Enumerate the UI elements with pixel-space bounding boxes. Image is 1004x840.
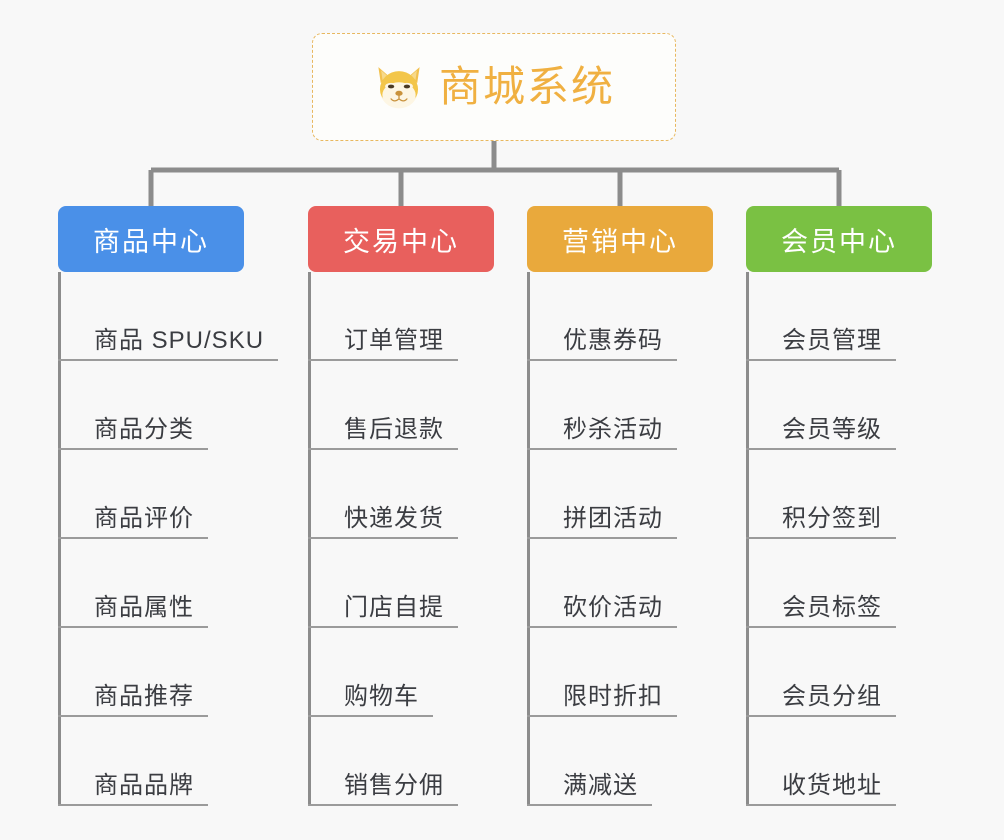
leaf-underline: 会员等级	[746, 417, 896, 450]
leaf-label: 拼团活动	[563, 504, 663, 532]
leaf-label: 会员分组	[782, 682, 882, 710]
leaf-item[interactable]: 商品品牌	[58, 717, 244, 806]
leaf-item[interactable]: 限时折扣	[527, 628, 713, 717]
trunk-line-member-center	[746, 272, 749, 806]
category-box-trade-center[interactable]: 交易中心	[308, 206, 494, 272]
leaf-underline: 满减送	[527, 773, 652, 806]
trunk-line-product-center	[58, 272, 61, 806]
leaf-item[interactable]: 会员标签	[746, 539, 932, 628]
leaf-item[interactable]: 商品推荐	[58, 628, 244, 717]
leaf-underline: 商品推荐	[58, 684, 208, 717]
leaf-item[interactable]: 商品分类	[58, 361, 244, 450]
leaf-label: 砍价活动	[563, 593, 663, 621]
leaf-label: 商品推荐	[94, 682, 194, 710]
leaf-item[interactable]: 售后退款	[308, 361, 494, 450]
category-box-member-center[interactable]: 会员中心	[746, 206, 932, 272]
leaf-list-product-center: 商品 SPU/SKU 商品分类商品评价商品属性商品推荐商品品牌	[58, 272, 279, 806]
leaf-label: 快递发货	[344, 504, 444, 532]
leaf-item[interactable]: 订单管理	[308, 272, 494, 361]
leaf-label: 收货地址	[782, 771, 882, 799]
leaf-item[interactable]: 积分签到	[746, 450, 932, 539]
root-title: 商城系统	[438, 63, 615, 110]
root-node-shop-system[interactable]: 商城系统	[312, 33, 676, 141]
leaf-underline: 销售分佣	[308, 773, 458, 806]
trunk-line-trade-center	[308, 272, 311, 806]
leaf-label: 商品评价	[94, 504, 194, 532]
leaf-underline: 会员分组	[746, 684, 896, 717]
leaf-label: 售后退款	[344, 415, 444, 443]
leaf-label: 商品属性	[94, 593, 194, 621]
leaf-label: 购物车	[344, 682, 419, 710]
branch-trade-center: 交易中心订单管理售后退款快递发货门店自提购物车销售分佣	[308, 206, 494, 806]
leaf-item[interactable]: 门店自提	[308, 539, 494, 628]
leaf-label: 会员等级	[782, 415, 882, 443]
leaf-item[interactable]: 商品属性	[58, 539, 244, 628]
leaf-underline: 商品 SPU/SKU	[58, 326, 279, 361]
leaf-label: 积分签到	[782, 504, 882, 532]
category-label: 营销中心	[562, 226, 678, 257]
trunk-line-marketing-center	[527, 272, 530, 806]
leaf-item[interactable]: 秒杀活动	[527, 361, 713, 450]
branch-product-center: 商品中心商品 SPU/SKU 商品分类商品评价商品属性商品推荐商品品牌	[58, 206, 279, 806]
leaf-underline: 商品评价	[58, 506, 208, 539]
leaf-item[interactable]: 快递发货	[308, 450, 494, 539]
leaf-item[interactable]: 砍价活动	[527, 539, 713, 628]
leaf-item[interactable]: 拼团活动	[527, 450, 713, 539]
leaf-underline: 会员标签	[746, 595, 896, 628]
leaf-label: 会员标签	[782, 593, 882, 621]
leaf-underline: 订单管理	[308, 328, 458, 361]
leaf-list-marketing-center: 优惠券码秒杀活动拼团活动砍价活动限时折扣满减送	[527, 272, 713, 806]
leaf-underline: 秒杀活动	[527, 417, 677, 450]
leaf-item[interactable]: 购物车	[308, 628, 494, 717]
leaf-underline: 优惠券码	[527, 328, 677, 361]
leaf-underline: 门店自提	[308, 595, 458, 628]
leaf-item[interactable]: 会员管理	[746, 272, 932, 361]
leaf-label: 商品 SPU/SKU	[94, 326, 265, 354]
leaf-label: 秒杀活动	[563, 415, 663, 443]
leaf-item[interactable]: 商品 SPU/SKU	[58, 272, 279, 361]
leaf-item[interactable]: 会员分组	[746, 628, 932, 717]
leaf-underline: 商品品牌	[58, 773, 208, 806]
category-box-product-center[interactable]: 商品中心	[58, 206, 244, 272]
leaf-underline: 拼团活动	[527, 506, 677, 539]
leaf-label: 会员管理	[782, 326, 882, 354]
leaf-item[interactable]: 会员等级	[746, 361, 932, 450]
leaf-underline: 会员管理	[746, 328, 896, 361]
branch-marketing-center: 营销中心优惠券码秒杀活动拼团活动砍价活动限时折扣满减送	[527, 206, 713, 806]
leaf-underline: 购物车	[308, 684, 433, 717]
leaf-label: 销售分佣	[344, 771, 444, 799]
leaf-underline: 限时折扣	[527, 684, 677, 717]
leaf-label: 限时折扣	[563, 682, 663, 710]
leaf-underline: 快递发货	[308, 506, 458, 539]
category-label: 商品中心	[93, 226, 209, 257]
leaf-list-member-center: 会员管理会员等级积分签到会员标签会员分组收货地址	[746, 272, 932, 806]
leaf-label: 门店自提	[344, 593, 444, 621]
leaf-item[interactable]: 商品评价	[58, 450, 244, 539]
branch-member-center: 会员中心会员管理会员等级积分签到会员标签会员分组收货地址	[746, 206, 932, 806]
leaf-underline: 积分签到	[746, 506, 896, 539]
leaf-list-trade-center: 订单管理售后退款快递发货门店自提购物车销售分佣	[308, 272, 494, 806]
leaf-item[interactable]: 收货地址	[746, 717, 932, 806]
category-label: 交易中心	[343, 226, 459, 257]
leaf-label: 优惠券码	[563, 326, 663, 354]
leaf-label: 商品分类	[94, 415, 194, 443]
leaf-label: 商品品牌	[94, 771, 194, 799]
leaf-underline: 售后退款	[308, 417, 458, 450]
leaf-underline: 收货地址	[746, 773, 896, 806]
category-box-marketing-center[interactable]: 营销中心	[527, 206, 713, 272]
shiba-dog-face-icon	[373, 64, 425, 110]
leaf-item[interactable]: 销售分佣	[308, 717, 494, 806]
leaf-item[interactable]: 优惠券码	[527, 272, 713, 361]
leaf-item[interactable]: 满减送	[527, 717, 713, 806]
category-label: 会员中心	[781, 226, 897, 257]
leaf-underline: 砍价活动	[527, 595, 677, 628]
leaf-label: 满减送	[563, 771, 638, 799]
leaf-underline: 商品分类	[58, 417, 208, 450]
leaf-underline: 商品属性	[58, 595, 208, 628]
leaf-label: 订单管理	[344, 326, 444, 354]
